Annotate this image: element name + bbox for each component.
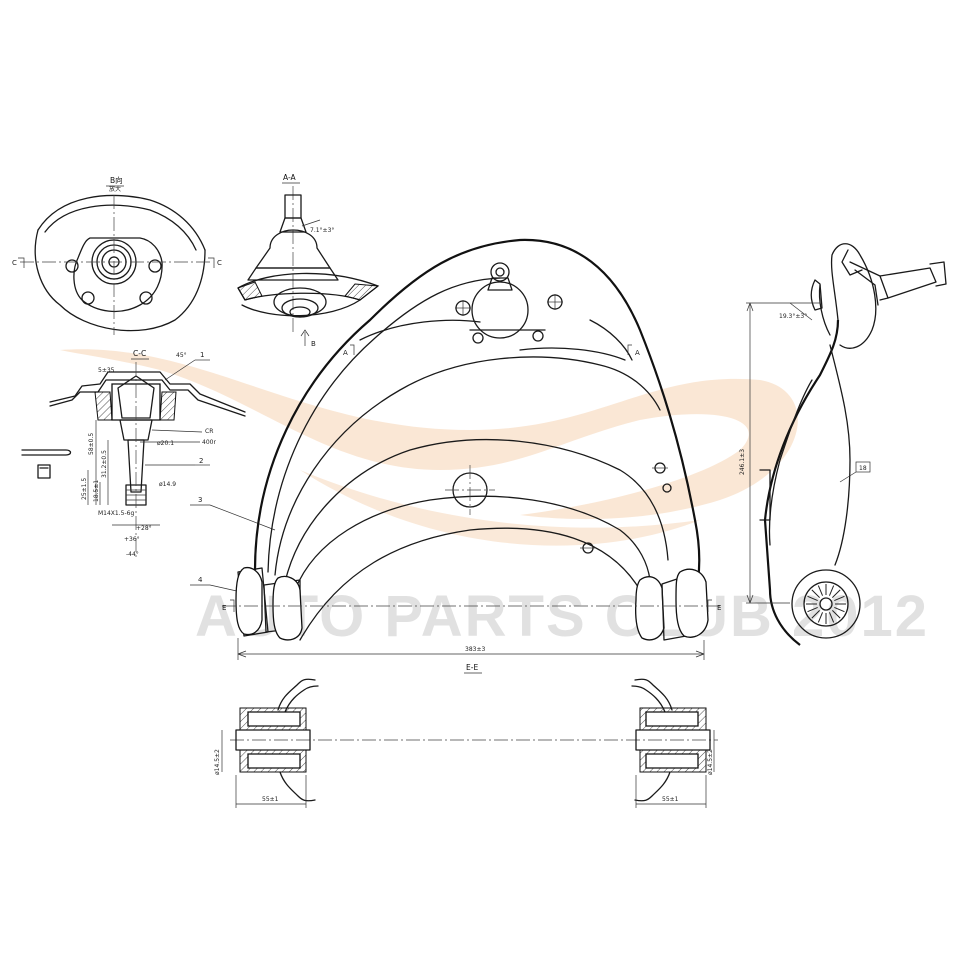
- dim-thread: M14X1.5-6g: [98, 510, 134, 517]
- bushing-spoke: [828, 585, 835, 596]
- section-ee: E-E 55±1 ø14.5±2 55±1 ø14.5±2: [214, 663, 718, 808]
- side-view: 246.1±3 19.3°±3° 18: [739, 243, 947, 646]
- callout-1: 1: [200, 351, 204, 359]
- callout-leaders: 1 2 3 4: [145, 351, 276, 595]
- view-b-detail: B向 放大 C C: [12, 175, 222, 335]
- main-section-a-right: A: [635, 349, 640, 357]
- bushing-spoke: [817, 612, 824, 623]
- cc-label-5: 5±35: [98, 367, 115, 374]
- side-tag: 18: [859, 465, 867, 472]
- bushing-spoke: [834, 595, 845, 602]
- view-b-title: B向: [110, 175, 123, 185]
- cc-bottom-dim-2: +36°: [124, 536, 140, 543]
- view-aa-title: A-A: [283, 173, 297, 182]
- view-cc-section: C-C 58±0.5 31.2±0.5 25±1.5 18.5±1 M14X1.…: [21, 349, 246, 560]
- section-ee-right-width: 55±1: [662, 796, 679, 803]
- cc-label-d20: ø20.1: [157, 440, 174, 447]
- bushing-spoke: [832, 610, 841, 619]
- section-mark-c-left: C: [12, 259, 17, 267]
- callout-4: 4: [198, 576, 203, 584]
- bushing-spoke: [828, 612, 835, 623]
- main-section-a-left: A: [343, 349, 348, 357]
- bushing-spoke: [807, 595, 818, 602]
- dim-58: 58±0.5: [88, 433, 95, 455]
- main-section-e-right: E: [717, 604, 721, 612]
- section-ee-left-width: 55±1: [262, 796, 279, 803]
- bushing-spoke: [832, 589, 841, 598]
- section-ee-left-dia: ø14.5±2: [214, 749, 221, 775]
- cc-label-45: 45°: [176, 352, 187, 359]
- main-view-control-arm: A A E E 383±3: [222, 238, 721, 660]
- watermark: AUTO PARTS CLUB 2012: [60, 349, 929, 649]
- cc-label-d14: ø14.9: [159, 481, 176, 488]
- view-aa-angle: 7.1°±3°: [310, 227, 334, 234]
- view-b-subtitle: 放大: [109, 185, 121, 193]
- section-ee-right-dia: ø14.5±2: [707, 749, 714, 775]
- bushing-spoke: [811, 589, 820, 598]
- watermark-text: AUTO PARTS CLUB 2012: [195, 584, 929, 649]
- cc-label-cr: CR: [205, 428, 213, 435]
- view-aa-balljoint: A-A 7.1°±3° B: [237, 173, 380, 348]
- cc-bottom-dim-1: +28°: [136, 525, 152, 532]
- view-cc-title: C-C: [133, 349, 146, 358]
- bushing-spoke: [834, 606, 845, 613]
- side-angle-dim: 19.3°±3°: [779, 313, 807, 320]
- section-mark-c-right: C: [217, 259, 222, 267]
- dim-31: 31.2±0.5: [101, 450, 108, 478]
- cc-bottom-dim-3: -44°: [126, 551, 139, 558]
- side-height-dim: 246.1±3: [739, 449, 746, 475]
- overall-width-dim: 383±3: [465, 646, 485, 653]
- dim-18: 18.5±1: [93, 480, 100, 502]
- main-section-e-left: E: [222, 604, 226, 612]
- section-ee-title: E-E: [466, 663, 478, 672]
- callout-2: 2: [199, 457, 203, 465]
- bushing-spoke: [807, 606, 818, 613]
- bushing-spoke: [811, 610, 820, 619]
- dim-25: 25±1.5: [81, 478, 88, 500]
- bushing-spoke: [817, 585, 824, 596]
- callout-3: 3: [198, 496, 202, 504]
- view-aa-arrow-label: B: [311, 340, 316, 348]
- cc-label-400r: 400r: [202, 439, 216, 446]
